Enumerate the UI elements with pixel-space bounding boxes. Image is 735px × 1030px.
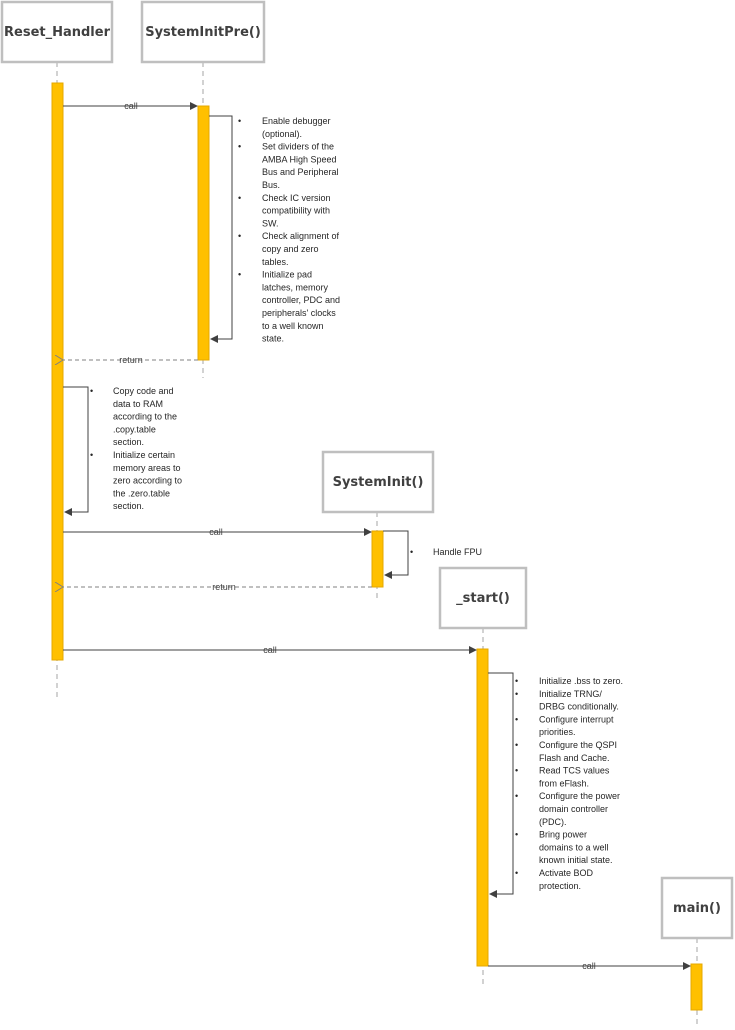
message-call-system-init-label: call [209, 527, 223, 537]
reset-handler-note-bullet: • [90, 386, 93, 396]
system-init-pre-note-line: Bus and Peripheral [262, 167, 339, 177]
start-note-line: Initialize .bss to zero. [539, 676, 623, 686]
system-init-pre-note-line: state. [262, 334, 284, 344]
system-init-pre-note-line: peripherals' clocks [262, 308, 336, 318]
reset-handler-note-line: section. [113, 501, 144, 511]
reset-handler-note-bullet: • [90, 450, 93, 460]
start-note-line: domain controller [539, 804, 608, 814]
activation-main [690, 963, 703, 1011]
start-note-bullet: • [515, 714, 518, 724]
reset-handler-note-line: Initialize certain [113, 450, 175, 460]
start-note-bullet: • [515, 689, 518, 699]
participant-main: main() [660, 876, 734, 940]
system-init-pre-note-line: Initialize pad [262, 270, 312, 280]
system-init-pre-note-line: (optional). [262, 129, 302, 139]
participant-system-init-title: SystemInit() [333, 475, 424, 490]
note-reset-handler: • Copy code and data to RAM according to th… [90, 386, 182, 511]
participant-reset-handler: Reset_Handler [0, 0, 114, 64]
system-init-pre-note-bullet: • [238, 116, 241, 126]
reset-handler-note-line: zero according to [113, 476, 182, 486]
note-system-init: • Handle FPU [410, 547, 482, 557]
system-init-pre-note-bullet: • [238, 142, 241, 152]
start-note-bullet: • [515, 766, 518, 776]
system-init-pre-note-line: AMBA High Speed [262, 154, 337, 164]
participant-main-title: main() [673, 901, 721, 916]
start-note-line: Initialize TRNG/ [539, 689, 602, 699]
start-note-line: Activate BOD [539, 868, 594, 878]
system-init-pre-note-line: Check IC version [262, 193, 331, 203]
system-init-pre-note-line: compatibility with [262, 206, 330, 216]
system-init-pre-note-bullet: • [238, 270, 241, 280]
system-init-pre-note-line: tables. [262, 257, 289, 267]
participant-system-init-pre-title: SystemInitPre() [145, 25, 261, 40]
system-init-pre-note-line: copy and zero [262, 244, 319, 254]
system-init-pre-note-line: Set dividers of the [262, 142, 334, 152]
self-call-reset-handler [63, 386, 89, 516]
reset-handler-note-line: Copy code and [113, 386, 174, 396]
start-note-line: known initial state. [539, 855, 613, 865]
start-note-line: Configure interrupt [539, 714, 614, 724]
reset-handler-note-line: section. [113, 437, 144, 447]
reset-handler-note-line: memory areas to [113, 463, 181, 473]
participant-start: _start() [438, 566, 528, 630]
reset-handler-note-line: .copy.table [113, 424, 156, 434]
system-init-note-line: Handle FPU [433, 547, 482, 557]
message-call-start-label: call [263, 645, 277, 655]
system-init-pre-note-line: SW. [262, 218, 279, 228]
participant-system-init-pre: SystemInitPre() [140, 0, 266, 64]
start-note-line: DRBG conditionally. [539, 702, 619, 712]
participant-reset-handler-title: Reset_Handler [4, 25, 111, 40]
start-note-line: Configure the power [539, 791, 620, 801]
start-note-bullet: • [515, 740, 518, 750]
participant-system-init: SystemInit() [321, 450, 435, 514]
activation-system-init-pre [197, 105, 210, 361]
start-note-line: (PDC). [539, 817, 567, 827]
start-note-bullet: • [515, 868, 518, 878]
start-note-bullet: • [515, 791, 518, 801]
system-init-pre-note-line: Bus. [262, 180, 280, 190]
participant-start-title: _start() [456, 591, 510, 606]
activation-system-init [371, 530, 384, 588]
reset-handler-note-line: the .zero.table [113, 488, 170, 498]
system-init-note-bullet: • [410, 547, 413, 557]
start-note-line: Flash and Cache. [539, 753, 610, 763]
activation-reset-handler [51, 82, 64, 661]
note-system-init-pre: • Enable debugger (optional). • Set dividers… [238, 116, 340, 344]
start-note-line: Bring power [539, 830, 587, 840]
system-init-pre-note-line: latches, memory [262, 282, 329, 292]
self-call-system-init [383, 530, 409, 579]
system-init-pre-note-line: to a well known [262, 321, 324, 331]
start-note-line: from eFlash. [539, 778, 589, 788]
system-init-pre-note-line: Enable debugger [262, 116, 331, 126]
system-init-pre-note-line: controller, PDC and [262, 295, 340, 305]
system-init-pre-note-line: Check alignment of [262, 231, 340, 241]
message-return-system-init-pre-label: return [119, 355, 143, 365]
start-note-line: Read TCS values [539, 766, 610, 776]
start-note-line: Configure the QSPI [539, 740, 617, 750]
start-note-bullet: • [515, 830, 518, 840]
self-call-start [488, 672, 514, 898]
note-start: • Initialize .bss to zero. • Initialize TRN… [515, 676, 623, 891]
start-note-bullet: • [515, 676, 518, 686]
activation-start [476, 648, 489, 967]
start-note-line: domains to a well [539, 842, 609, 852]
self-call-system-init-pre [209, 115, 233, 343]
message-call-system-init-pre-label: call [124, 101, 138, 111]
reset-handler-note-line: data to RAM [113, 399, 163, 409]
start-note-line: protection. [539, 881, 581, 891]
message-call-main-label: call [582, 961, 596, 971]
reset-handler-note-line: according to the [113, 412, 177, 422]
start-note-line: priorities. [539, 727, 576, 737]
system-init-pre-note-bullet: • [238, 231, 241, 241]
system-init-pre-note-bullet: • [238, 193, 241, 203]
message-return-system-init-label: return [212, 582, 236, 592]
